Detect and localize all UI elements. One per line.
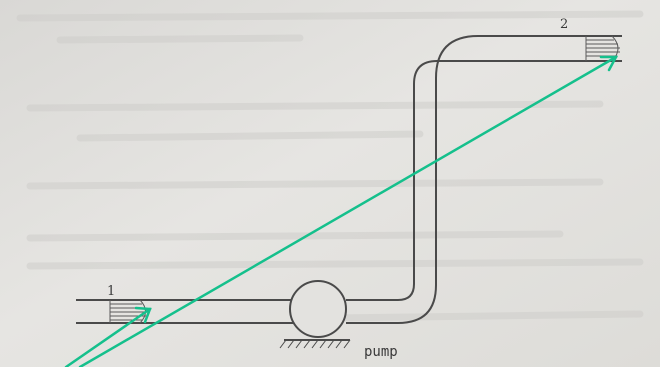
arrow-to-section-2-head bbox=[599, 55, 619, 72]
pump-label: pump bbox=[364, 344, 398, 360]
section-1-velocity-profile bbox=[109, 299, 148, 324]
section-1-label: 1 bbox=[107, 284, 115, 299]
section-2-label: 2 bbox=[560, 17, 568, 32]
annotation-arrows bbox=[64, 55, 619, 367]
arrow-to-section-2 bbox=[78, 55, 618, 367]
arrow-to-section-1-head bbox=[134, 306, 152, 324]
bleed-through-text bbox=[16, 10, 644, 322]
pump-ground-hatch bbox=[279, 339, 351, 349]
arrow-to-section-1 bbox=[64, 307, 152, 367]
pump bbox=[279, 280, 351, 349]
pump-casing bbox=[289, 280, 347, 338]
inlet-pipe bbox=[76, 299, 296, 324]
outlet-pipe bbox=[346, 35, 622, 324]
